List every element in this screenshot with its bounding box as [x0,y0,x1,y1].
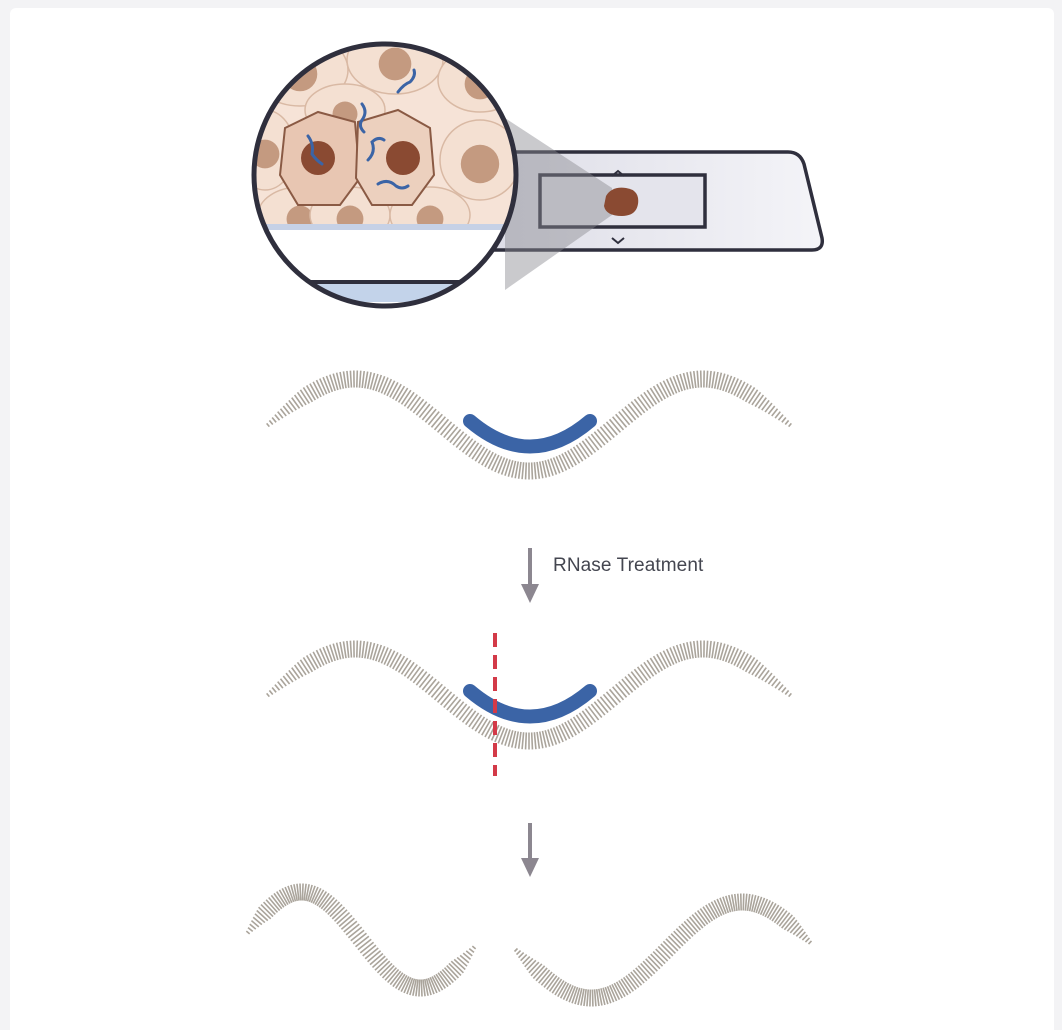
zoom-cone [505,118,612,290]
rna-fragment-right [514,894,811,1007]
probe-middle [470,691,590,717]
rna-strand-middle [267,641,792,750]
magnifier-lens-icon [235,26,522,306]
rna-strand-top [267,371,792,480]
rna-strands [246,371,811,1007]
rna-fragment-left [246,884,475,997]
down-arrow-icon [521,823,539,877]
down-arrow-icon [521,548,539,603]
probe-top [470,421,590,447]
rnase-treatment-label: RNase Treatment [553,555,703,577]
